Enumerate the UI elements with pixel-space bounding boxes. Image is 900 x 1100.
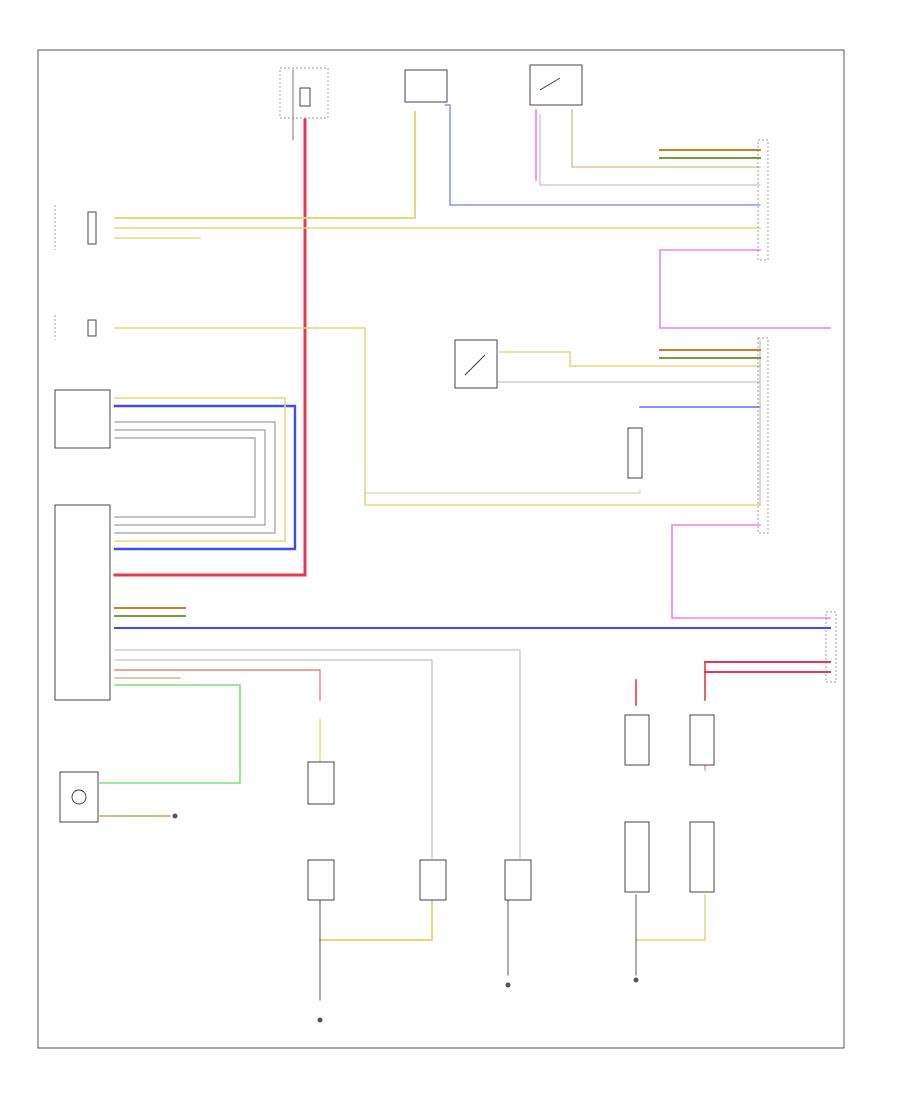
wires	[99, 69, 831, 1001]
wire-tan-rear	[635, 894, 706, 941]
ground-symbols	[172, 813, 639, 1023]
diagram-frame	[37, 49, 845, 1049]
top-fuse	[279, 67, 329, 119]
wire-tan-switch	[571, 109, 761, 168]
wire-yellow-6	[114, 397, 286, 542]
wire-pink-right2	[671, 524, 831, 619]
wire-yellow-top	[114, 111, 416, 219]
wire-blue-lightswitch	[113, 404, 297, 551]
front-passenger-switch	[54, 315, 97, 340]
wire-red-bcm	[114, 669, 321, 701]
wire-green	[99, 684, 241, 784]
ground-luggage	[172, 813, 178, 819]
ground-bottom-left	[317, 1017, 323, 1023]
wire-gray-2	[114, 429, 266, 526]
wire-tan-glove	[319, 894, 433, 941]
luggage-light	[59, 771, 99, 823]
wire-gray-1	[114, 421, 276, 534]
wire-gray-3	[114, 437, 256, 518]
wire-gray-tr	[539, 114, 761, 186]
right-connectors	[757, 139, 837, 683]
wire-yellow-5	[499, 351, 761, 367]
lower-components	[307, 714, 715, 901]
wire-blue-top	[444, 104, 761, 206]
wire-pink-right1	[659, 249, 831, 329]
wire-tan-7	[364, 489, 641, 494]
top-right-switch	[529, 64, 583, 106]
door-switch-mid	[627, 427, 643, 479]
wire-gray-bcm-2	[114, 659, 433, 859]
left-connector-a	[54, 205, 97, 250]
ground-bottom-mid	[505, 982, 511, 988]
light-switch	[54, 389, 111, 449]
top-relay	[404, 69, 448, 103]
wire-gray-bcm-1	[114, 649, 521, 859]
ground-bottom-right	[633, 977, 639, 983]
wire-yellow-4	[114, 327, 761, 506]
wire-red-main	[113, 118, 307, 577]
body-control-module	[54, 504, 111, 701]
mid-switch	[454, 339, 498, 389]
